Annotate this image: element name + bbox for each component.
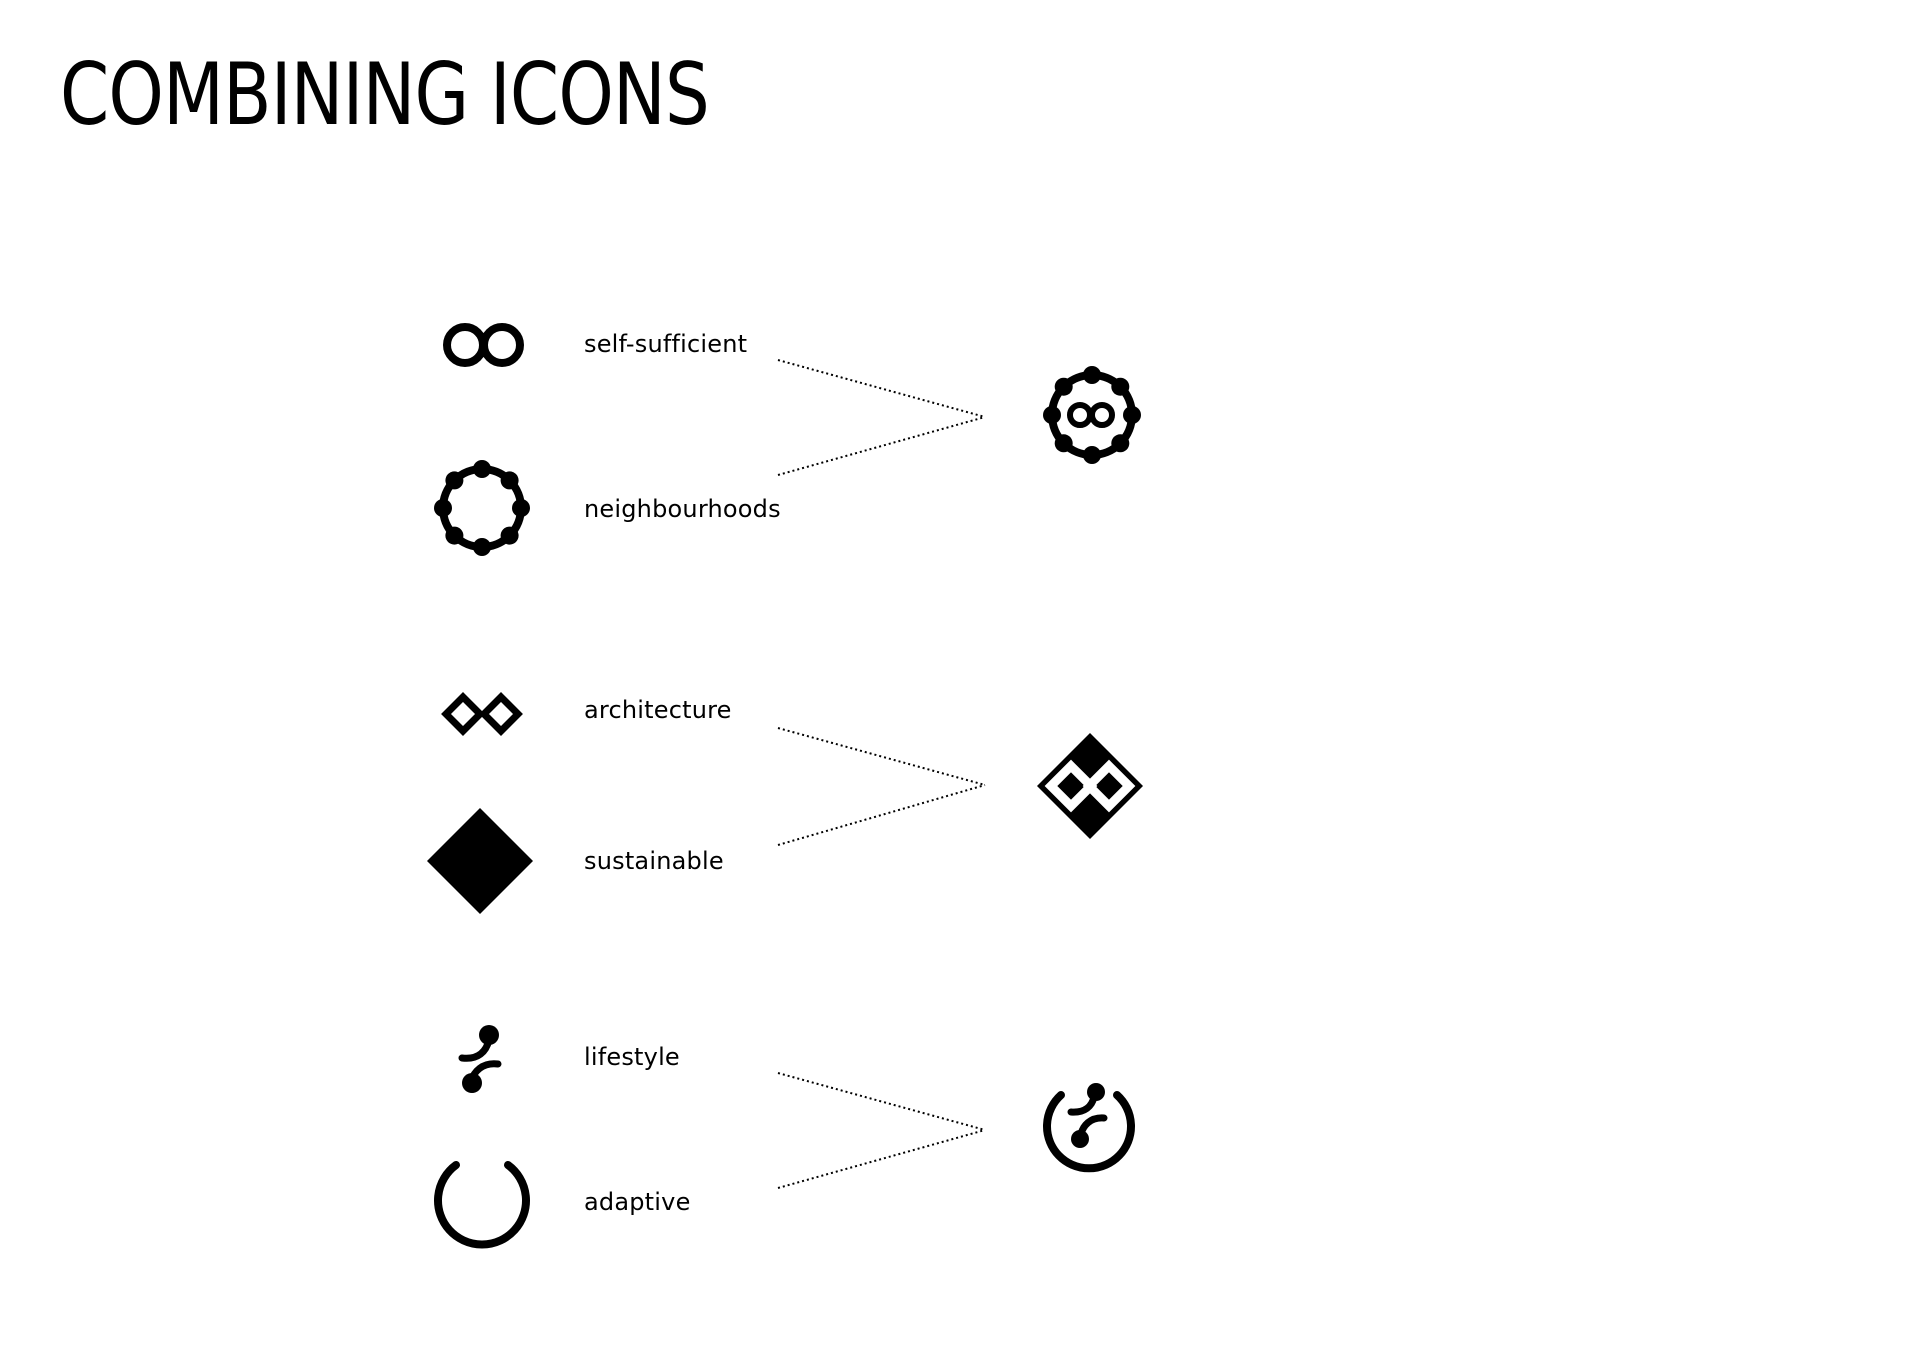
diamond-infinity-icon xyxy=(441,692,523,736)
ring-dot xyxy=(1054,434,1073,453)
dotted-ring-icon xyxy=(434,460,530,556)
ring-dot xyxy=(445,526,464,545)
open-ring-with-dots-icon xyxy=(1043,1083,1135,1173)
ring-dot xyxy=(1111,434,1130,453)
ring-dot xyxy=(473,538,491,556)
label-architecture: architecture xyxy=(584,696,732,724)
connector-lines-1 xyxy=(777,359,986,476)
ring-dot xyxy=(1083,446,1101,464)
ring-dot xyxy=(1083,366,1101,384)
ring-dot xyxy=(1043,406,1061,424)
connector-lines-2 xyxy=(777,727,986,846)
ring-dot xyxy=(512,499,530,517)
ring-dot xyxy=(1054,377,1073,396)
ring-dot xyxy=(1111,377,1130,396)
label-lifestyle: lifestyle xyxy=(584,1043,680,1071)
page-title: COMBINING ICONS xyxy=(60,45,710,145)
diamond-with-infinity-icon xyxy=(1037,733,1143,839)
label-self-sufficient: self-sufficient xyxy=(584,330,748,358)
ring-dot xyxy=(434,499,452,517)
solid-diamond-icon xyxy=(427,808,533,914)
ring-dot xyxy=(473,460,491,478)
ring-dot xyxy=(500,471,519,490)
dotted-ring-with-infinity-icon xyxy=(1043,366,1141,464)
open-ring-icon xyxy=(434,1161,530,1249)
ring-dot xyxy=(500,526,519,545)
label-sustainable: sustainable xyxy=(584,847,724,875)
connected-dots-icon xyxy=(458,1025,502,1093)
ring-dot xyxy=(1123,406,1141,424)
ring-dot xyxy=(445,471,464,490)
connector-lines-3 xyxy=(777,1072,986,1189)
label-adaptive: adaptive xyxy=(584,1188,691,1216)
infinity-circles-icon xyxy=(443,323,524,367)
label-neighbourhoods: neighbourhoods xyxy=(584,495,781,523)
